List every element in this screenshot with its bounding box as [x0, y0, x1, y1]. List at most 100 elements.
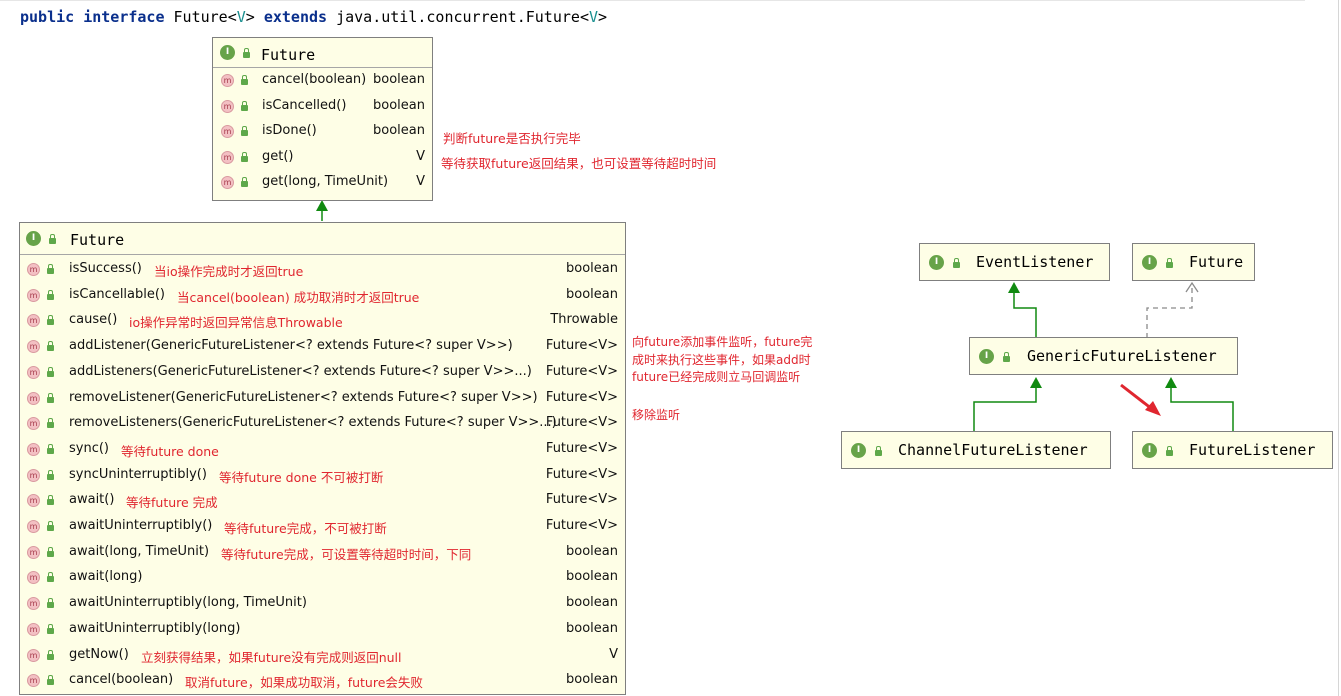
return-type: V: [416, 174, 425, 190]
method-name: isSuccess(): [69, 261, 142, 276]
method-icon: m: [27, 674, 40, 688]
method-icon: m: [27, 263, 40, 276]
method-note: 当cancel(boolean) 成功取消时才返回true: [177, 289, 420, 305]
method-row[interactable]: m get(long, TimeUnit) V: [213, 170, 432, 196]
future-box[interactable]: I Future: [1132, 243, 1255, 281]
public-lock-icon: [1166, 258, 1173, 268]
return-type: Future<V>: [545, 492, 618, 508]
note-get: 等待获取future返回结果，也可设置等待超时时间: [441, 156, 717, 171]
declaration-gt1: >: [245, 8, 255, 26]
return-type: Future<V>: [545, 389, 618, 405]
return-type: boolean: [566, 286, 618, 302]
event-listener-box[interactable]: I EventListener: [919, 243, 1110, 281]
public-lock-icon: [47, 289, 54, 300]
return-type: Future<V>: [545, 338, 618, 354]
method-note: io操作异常时返回异常信息Throwable: [129, 315, 343, 331]
extends-arrowhead-channel: [1030, 377, 1042, 388]
public-lock-icon: [47, 366, 54, 377]
inherit-arrowhead-future: [316, 200, 328, 211]
return-type: Future<V>: [545, 440, 618, 456]
extends-arrowhead-futurelistener: [1165, 377, 1177, 388]
public-lock-icon: [47, 546, 54, 557]
declaration-parent: java.util.concurrent.Future: [336, 8, 580, 26]
public-lock-icon: [47, 675, 54, 686]
return-type: boolean: [566, 543, 618, 559]
note-add-listener-line: 向future添加事件监听，future完: [632, 335, 813, 349]
future-title: Future: [1189, 253, 1244, 271]
public-lock-icon: [241, 75, 248, 85]
return-type: boolean: [566, 569, 618, 585]
method-name: cancel(boolean): [69, 672, 174, 688]
method-name: sync(): [69, 440, 109, 456]
public-lock-icon: [241, 100, 248, 111]
public-lock-icon: [875, 446, 882, 456]
method-note: 等待future 完成: [126, 495, 218, 511]
jdk-future-title: Future: [261, 46, 316, 64]
public-lock-icon: [47, 418, 54, 429]
method-icon: m: [27, 622, 40, 636]
method-icon: m: [27, 288, 40, 302]
public-lock-icon: [47, 623, 54, 634]
method-icon: m: [27, 597, 40, 611]
netty-future-title: Future: [70, 231, 125, 249]
note-isdone: 判断future是否执行完毕: [443, 131, 581, 146]
method-name: cause(): [69, 312, 118, 328]
note-add-listener-line: 成时来执行这些事件，如果add时: [632, 352, 811, 367]
public-lock-icon: [241, 151, 248, 162]
method-row[interactable]: m removeListeners(GenericFutureListener<?…: [20, 411, 625, 437]
method-icon: m: [27, 545, 40, 559]
method-icon: m: [27, 417, 40, 431]
method-name: removeListeners(GenericFutureListener<? …: [69, 415, 557, 431]
interface-icon: I: [1142, 443, 1157, 458]
method-icon: m: [221, 176, 234, 190]
method-icon: m: [27, 391, 40, 405]
extends-line-futurelistener: [1170, 387, 1234, 432]
interface-icon: I: [26, 231, 41, 246]
method-name: getNow(): [69, 646, 129, 662]
method-icon: m: [27, 365, 40, 379]
method-icon: m: [27, 340, 40, 354]
right-divider: [1338, 0, 1339, 696]
public-lock-icon: [47, 649, 54, 660]
method-note: 等待future完成，可设置等待超时时间，下同: [221, 546, 472, 562]
return-type: Future<V>: [545, 466, 618, 482]
future-listener-box[interactable]: I FutureListener: [1132, 431, 1333, 469]
public-lock-icon: [47, 469, 54, 480]
method-name: awaitUninterruptibly(long, TimeUnit): [69, 595, 307, 611]
method-name: addListener(GenericFutureListener<? exte…: [69, 338, 513, 354]
method-icon: m: [221, 150, 234, 164]
method-row[interactable]: m removeListener(GenericFutureListener<? …: [20, 386, 625, 412]
generic-future-listener-box[interactable]: I GenericFutureListener: [969, 337, 1238, 375]
public-lock-icon: [49, 234, 56, 244]
method-note: 等待future done 不可被打断: [219, 469, 384, 485]
method-icon: m: [27, 314, 40, 328]
method-name: removeListener(GenericFutureListener<? e…: [69, 389, 538, 405]
method-name: get(long, TimeUnit): [262, 174, 389, 190]
event-listener-title: EventListener: [976, 253, 1094, 271]
method-row[interactable]: m addListener(GenericFutureListener<? ext…: [20, 334, 625, 360]
return-type: boolean: [566, 620, 618, 636]
channel-future-listener-box[interactable]: I ChannelFutureListener: [841, 431, 1111, 469]
return-type: V: [416, 148, 425, 164]
